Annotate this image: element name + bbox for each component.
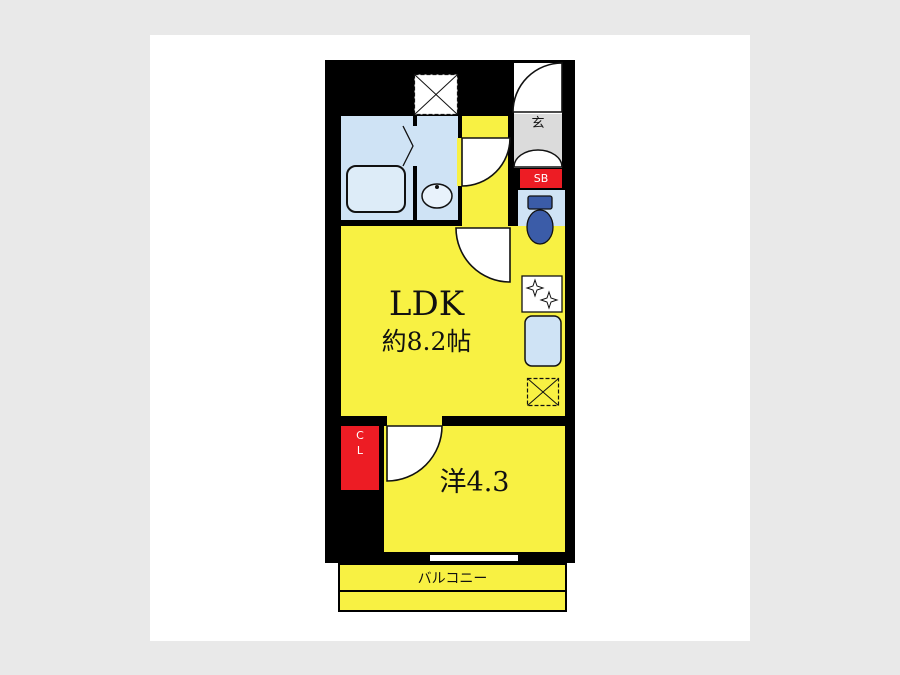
entrance-label: 玄 bbox=[531, 116, 545, 131]
balcony-label: バルコニー bbox=[340, 565, 565, 592]
closet-label: CL bbox=[353, 429, 367, 459]
bedroom-label: 洋4.3 bbox=[439, 467, 510, 498]
ldk-label: LDK bbox=[388, 284, 465, 324]
hallway bbox=[462, 116, 508, 228]
ldk-size-label: 約8.2帖 bbox=[381, 327, 472, 356]
balcony: バルコニー bbox=[338, 563, 567, 612]
shoe-box: SB bbox=[520, 169, 562, 188]
balcony-window bbox=[430, 553, 518, 563]
closet: CL bbox=[341, 426, 379, 490]
shoe-box-label: SB bbox=[533, 172, 549, 185]
room-bathroom bbox=[341, 116, 413, 220]
room-washroom bbox=[417, 116, 458, 220]
bedroom-door-opening bbox=[387, 416, 442, 426]
entrance-door-area bbox=[514, 63, 562, 114]
